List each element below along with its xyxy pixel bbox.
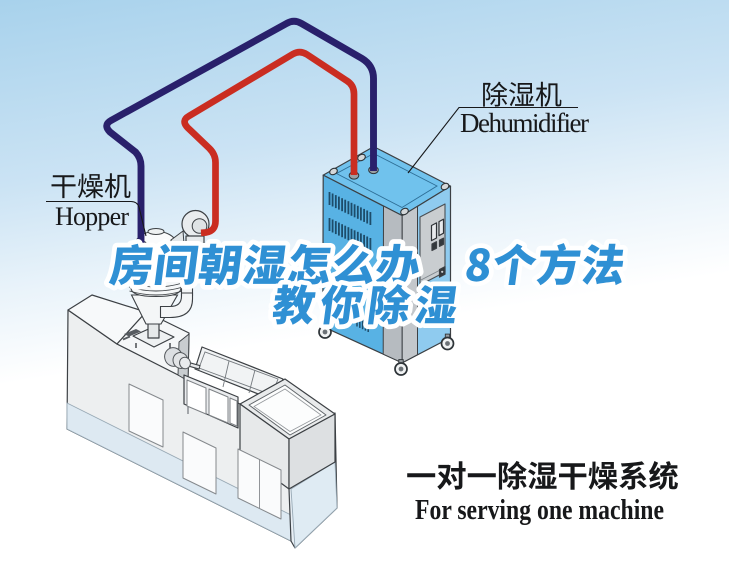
svg-text:For serving one machine: For serving one machine: [415, 494, 664, 526]
svg-text:Dehumidifier: Dehumidifier: [460, 108, 589, 138]
svg-text:Hopper: Hopper: [55, 202, 129, 231]
